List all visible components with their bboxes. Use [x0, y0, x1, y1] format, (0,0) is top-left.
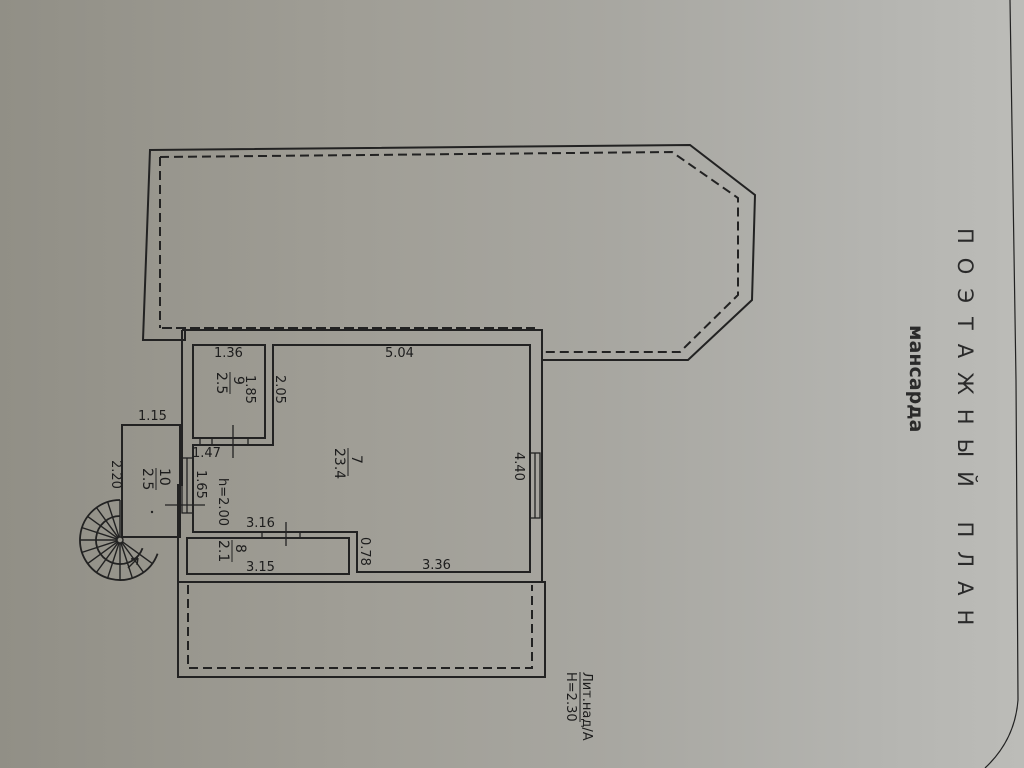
page-subtitle: мансарда	[905, 325, 927, 432]
room-10-area: 2.5	[139, 468, 155, 490]
room-9	[192, 344, 266, 458]
page-edge	[984, 0, 1019, 768]
room-7-label: 7 23.4	[331, 448, 364, 479]
litera-label: Лит.над/А	[579, 672, 594, 741]
dim-3-36: 3.36	[422, 558, 451, 573]
stair-tread	[95, 507, 119, 538]
stair-tread	[121, 542, 145, 573]
stair-newel	[116, 536, 124, 544]
room-8-label: 8 2.1	[215, 540, 248, 562]
ceiling-height: h=2.00	[215, 478, 230, 526]
room-9-area: 2.5	[213, 372, 229, 394]
room-7	[181, 344, 541, 573]
room-9-label: 9 2.5	[213, 372, 246, 394]
room-7-number: 7	[348, 455, 364, 464]
dim-2-20: 2.20	[108, 460, 123, 489]
stair-tread	[87, 541, 118, 565]
room-7-area: 23.4	[331, 448, 347, 479]
stair-tread	[87, 515, 118, 539]
dim-2-05: 2.05	[272, 375, 287, 404]
room-9-number: 9	[230, 376, 246, 385]
dim-1-36: 1.36	[214, 346, 243, 361]
room-10	[121, 424, 205, 538]
dim-1-85: 1.85	[242, 375, 257, 404]
stair-tread	[106, 542, 120, 579]
stair-tread	[106, 501, 120, 538]
stair-tread	[122, 541, 153, 565]
stair-direction-arrow-icon	[127, 557, 139, 569]
height-label: H=2.30	[563, 672, 578, 722]
room-8-area: 2.1	[215, 540, 231, 562]
room-8	[186, 522, 350, 575]
stair-tread	[95, 542, 119, 573]
stair-tread	[81, 540, 118, 554]
stair-tread	[120, 542, 134, 579]
dim-1-15: 1.15	[138, 409, 167, 424]
litera-block: Лит.над/А H=2.30	[563, 672, 594, 741]
dim-0-78: 0.78	[357, 537, 372, 566]
stair-tread	[81, 526, 118, 540]
roof-area-lower	[177, 581, 546, 678]
dim-1-47: 1.47	[192, 446, 221, 461]
roof-area-upper	[141, 143, 757, 361]
page-title: ПОЭТАЖНЫЙ ПЛАН	[953, 228, 978, 639]
dim-3-16: 3.16	[246, 516, 275, 531]
dim-5-04: 5.04	[385, 346, 414, 361]
dim-4-40: 4.40	[511, 452, 526, 481]
dim-3-15: 3.15	[246, 560, 275, 575]
room-8-number: 8	[232, 544, 248, 553]
spiral-staircase[interactable]	[79, 499, 159, 581]
dim-1-65: 1.65	[193, 470, 208, 499]
room-10-number: 10	[156, 468, 172, 486]
room-10-label: 10 2.5	[139, 468, 172, 490]
